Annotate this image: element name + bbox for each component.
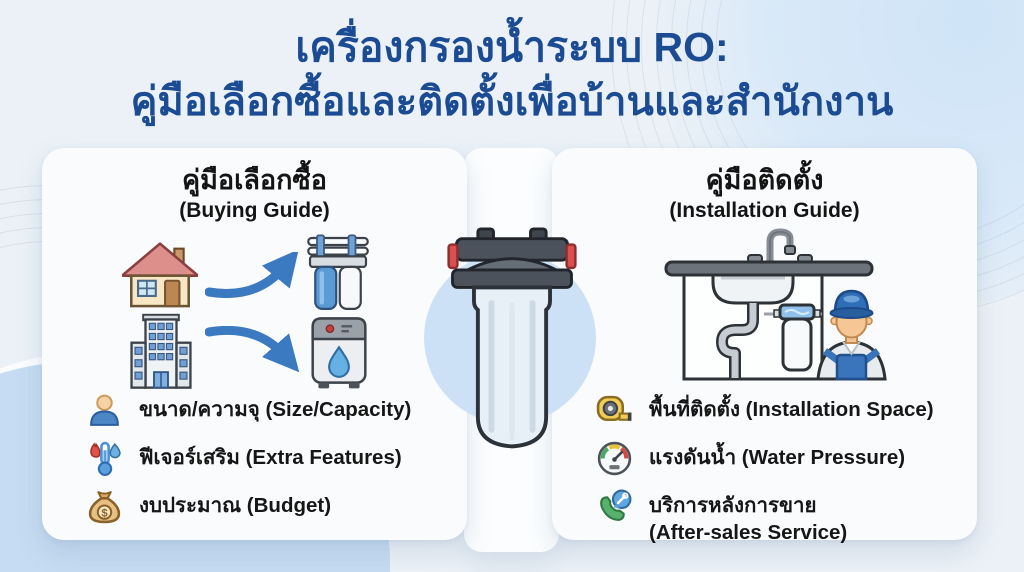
installation-guide-bullets: พื้นที่ติดตั้ง (Installation Space) แรงด… [596, 392, 971, 546]
installation-guide-title-th: คู่มือติดตั้ง [705, 165, 824, 195]
water-dispenser-icon [311, 317, 367, 389]
bullet-installation-space: พื้นที่ติดตั้ง (Installation Space) [596, 392, 971, 429]
bullet-budget: $ งบประมาณ (Budget) [86, 488, 461, 525]
house-icon [122, 242, 198, 308]
buying-guide-bullets: ขนาด/ความจุ (Size/Capacity) ฟีเจอร์เสริม… [86, 392, 461, 525]
money-bag-icon: $ [86, 488, 123, 525]
bullet-after-sales-service: บริการหลังการขาย (After-sales Service) [596, 488, 971, 546]
buying-guide-title-th: คู่มือเลือกซื้อ [182, 165, 327, 195]
bullet-water-pressure: แรงดันน้ำ (Water Pressure) [596, 440, 971, 477]
arrow-house-to-filter [205, 252, 299, 298]
under-sink-installation-icon [664, 228, 887, 381]
bullet-text: ขนาด/ความจุ (Size/Capacity) [139, 398, 412, 421]
thermometer-icon [86, 440, 123, 477]
buying-guide-card: คู่มือเลือกซื้อ (Buying Guide) [42, 148, 467, 540]
measuring-tape-icon [596, 392, 633, 429]
svg-text:$: $ [101, 507, 108, 519]
bullet-text-line1: บริการหลังการขาย [649, 494, 817, 517]
bullet-extra-features: ฟีเจอร์เสริม (Extra Features) [86, 440, 461, 477]
office-building-icon [130, 313, 192, 389]
person-icon [86, 392, 123, 429]
page-title-line1: เครื่องกรองน้ำระบบ RO: [295, 24, 729, 70]
bullet-text-line2: (After-sales Service) [649, 520, 848, 544]
buying-guide-title-en: (Buying Guide) [179, 199, 330, 223]
bullet-size-capacity: ขนาด/ความจุ (Size/Capacity) [86, 392, 461, 429]
gauge-icon [596, 440, 633, 477]
bullet-text: บริการหลังการขาย (After-sales Service) [649, 488, 847, 546]
arrow-building-to-dispenser [205, 326, 300, 372]
page-title-line2: คู่มือเลือกซื้อและติดตั้งเพื่อบ้านและสำน… [130, 80, 894, 125]
buying-guide-title: คู่มือเลือกซื้อ (Buying Guide) [42, 148, 467, 224]
buying-guide-illustration [42, 226, 467, 398]
phone-service-icon [596, 488, 633, 525]
bullet-text: ฟีเจอร์เสริม (Extra Features) [139, 446, 402, 469]
installation-guide-title: คู่มือติดตั้ง (Installation Guide) [552, 148, 977, 224]
ro-filter-system-icon [307, 234, 369, 310]
water-filter-housing-illustration [447, 227, 577, 449]
bullet-text: แรงดันน้ำ (Water Pressure) [649, 446, 906, 469]
installation-guide-title-en: (Installation Guide) [669, 199, 860, 223]
bullet-text: พื้นที่ติดตั้ง (Installation Space) [649, 398, 934, 421]
page-title: เครื่องกรองน้ำระบบ RO: คู่มือเลือกซื้อแล… [0, 20, 1024, 129]
installation-guide-illustration [552, 226, 977, 398]
bullet-text: งบประมาณ (Budget) [139, 494, 332, 517]
installation-guide-card: คู่มือติดตั้ง (Installation Guide) [552, 148, 977, 544]
